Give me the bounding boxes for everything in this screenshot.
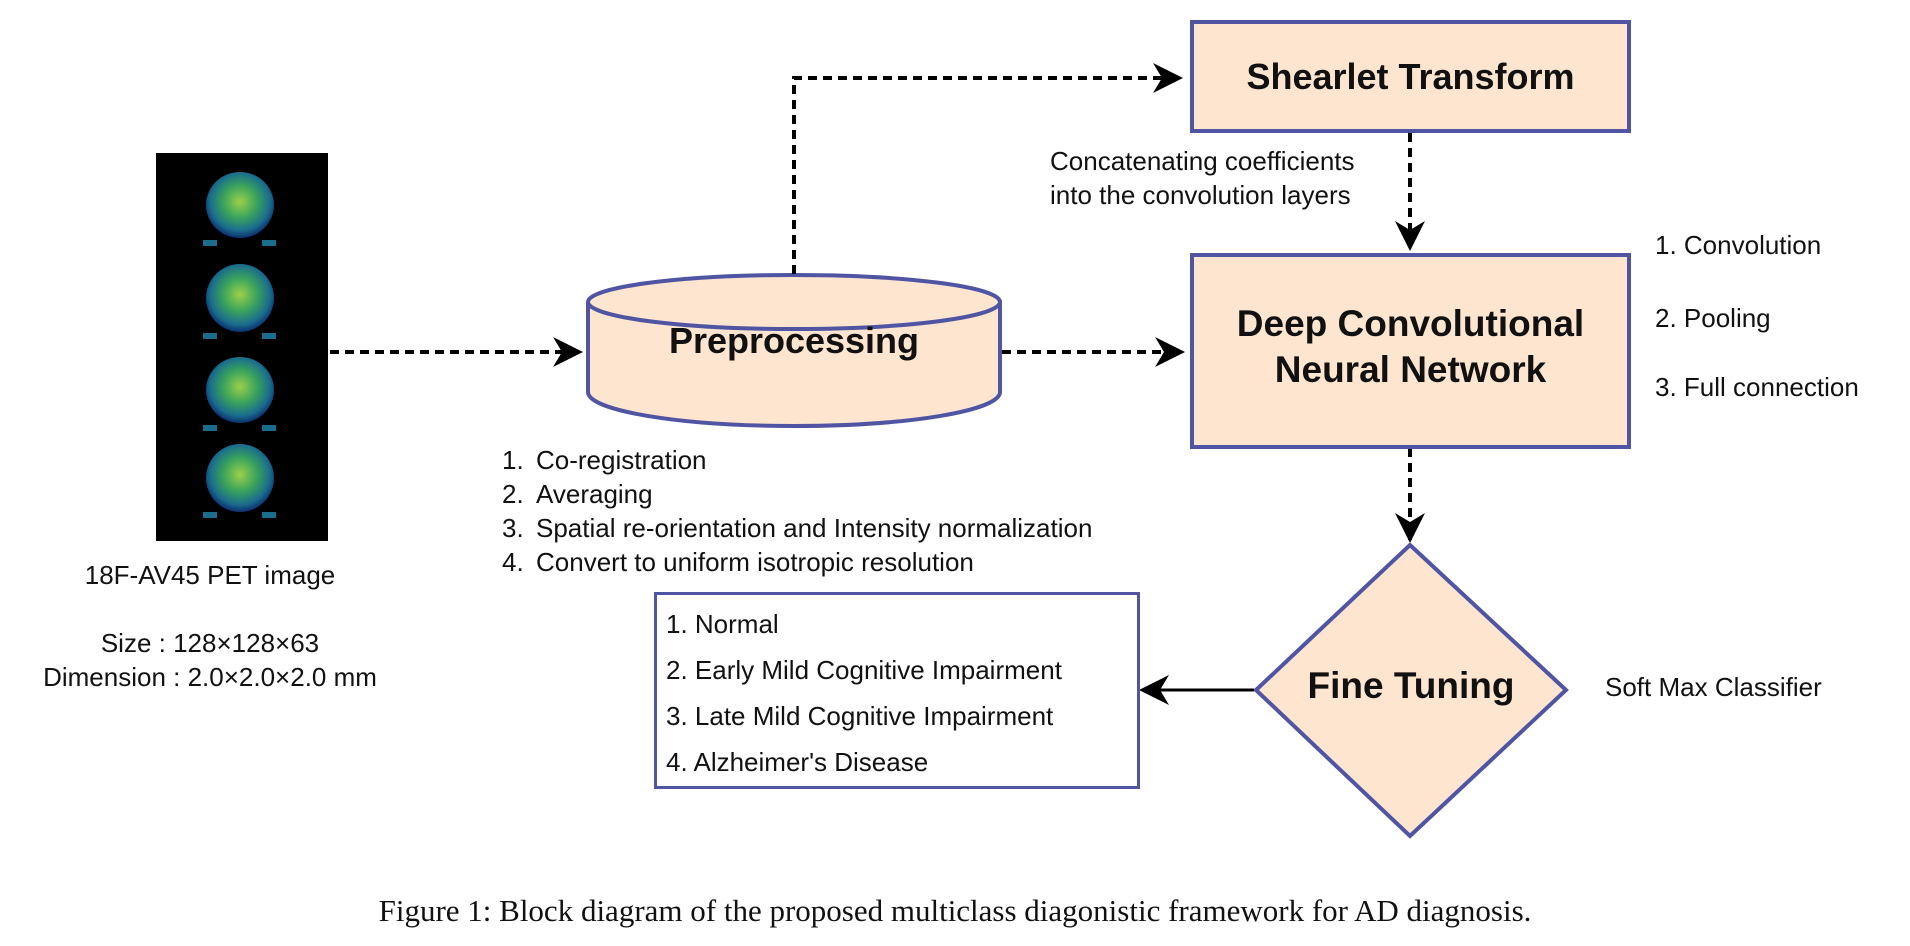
preprocessing-step: 4.Convert to uniform isotropic resolutio… — [502, 547, 974, 577]
class-alzheimers: 4. Alzheimer's Disease — [666, 747, 929, 777]
preprocessing-step: 2.Averaging — [502, 479, 653, 509]
shearlet-transform-label: Shearlet Transform — [1246, 55, 1575, 97]
pet-image-size: Size : 128×128×63 — [100, 628, 320, 658]
cnn-op-pooling: 2. Pooling — [1655, 303, 1771, 333]
class-late-mci: 3. Late Mild Cognitive Impairment — [666, 701, 1054, 731]
finetuning-diamond — [1253, 542, 1569, 839]
pet-slices — [203, 172, 276, 518]
cnn-op-full-connection: 3. Full connection — [1655, 372, 1859, 402]
pet-image-dimension: Dimension : 2.0×2.0×2.0 mm — [43, 662, 377, 692]
pet-slice-3 — [206, 357, 274, 423]
shearlet-note-line1: Concatenating coefficients — [1050, 146, 1355, 176]
finetuning-label: Fine Tuning — [1307, 665, 1515, 706]
preprocessing-steps: 1.Co-registration 2.Averaging 3.Spatial … — [502, 443, 1092, 579]
cnn-label-line1: Deep Convolutional — [1236, 303, 1585, 344]
preprocessing-cylinder — [586, 273, 1002, 428]
preprocessing-step: 3.Spatial re-orientation and Intensity n… — [502, 513, 1093, 543]
pet-image-title: 18F-AV45 PET image — [84, 560, 336, 590]
shearlet-note-line2: into the convolution layers — [1050, 180, 1351, 210]
preprocessing-label: Preprocessing — [668, 320, 920, 361]
preprocessing-step: 1.Co-registration — [502, 445, 707, 475]
class-normal: 1. Normal — [666, 609, 779, 639]
pet-slice-2 — [206, 264, 274, 332]
class-early-mci: 2. Early Mild Cognitive Impairment — [666, 655, 1062, 685]
cnn-box: Deep Convolutional Neural Network — [1190, 253, 1631, 449]
softmax-classifier-note: Soft Max Classifier — [1605, 672, 1822, 702]
pet-slice-4 — [206, 444, 274, 512]
figure-caption: Figure 1: Block diagram of the proposed … — [378, 893, 1532, 928]
pet-slice-1 — [206, 172, 274, 238]
output-classes-box: 1. Normal 2. Early Mild Cognitive Impair… — [654, 592, 1140, 789]
shearlet-transform-box: Shearlet Transform — [1190, 20, 1631, 133]
cnn-op-convolution: 1. Convolution — [1655, 230, 1822, 260]
arrow-preprocessing-to-shearlet — [792, 63, 1183, 274]
cnn-label-line2: Neural Network — [1274, 349, 1547, 390]
